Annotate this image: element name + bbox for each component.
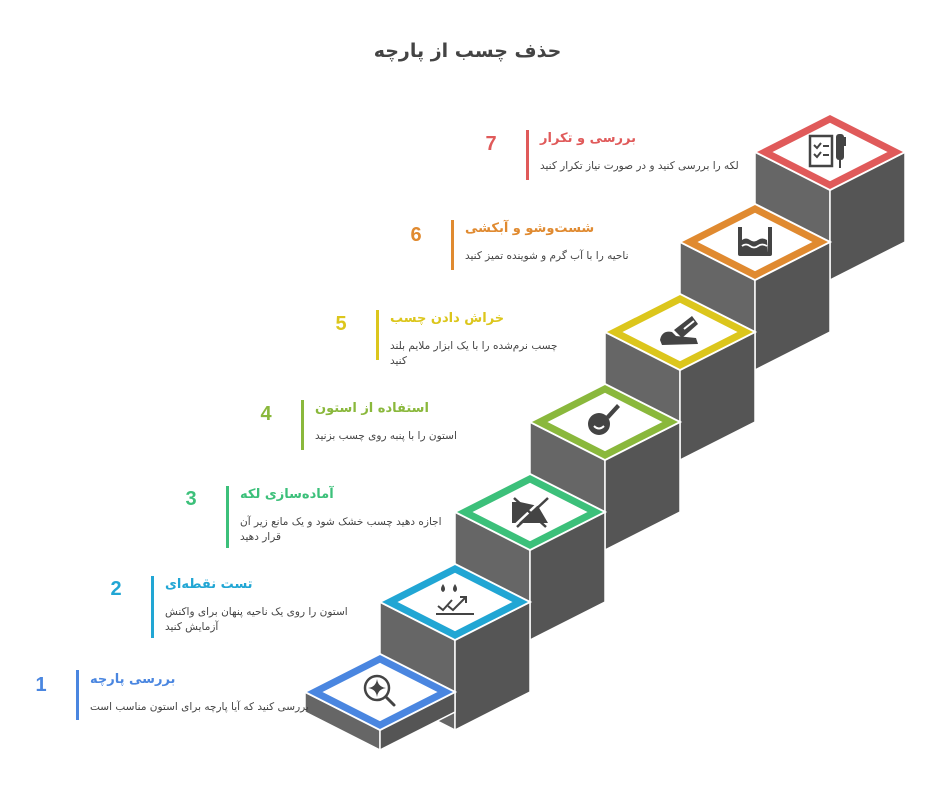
scraper-tool-icon xyxy=(660,316,698,345)
step-number: 1 xyxy=(35,674,47,696)
step-accent-bar xyxy=(376,310,379,360)
step-border xyxy=(307,655,453,729)
step-number: 2 xyxy=(110,578,122,600)
no-ink-icon xyxy=(512,495,549,528)
step-accent-bar xyxy=(526,130,529,180)
water-basin-icon xyxy=(738,227,772,256)
step-border xyxy=(757,115,903,189)
step-description: چسب نرم‌شده را با یک ابزار ملایم بلند کن… xyxy=(390,340,558,367)
step-number: 3 xyxy=(185,488,197,510)
page-title: حذف چسب از پارچه xyxy=(373,40,562,62)
step-description: بررسی کنید که آیا پارچه برای استون مناسب… xyxy=(90,701,309,713)
cotton-bulb-icon xyxy=(588,404,620,435)
step-accent-bar xyxy=(151,576,154,638)
step-title: تست نقطه‌ای xyxy=(165,577,253,592)
step-accent-bar xyxy=(76,670,79,720)
step-number: 7 xyxy=(485,133,497,155)
step-title: آماده‌سازی لکه xyxy=(240,487,334,502)
step-title: بررسی پارچه xyxy=(90,672,176,687)
step-title: استفاده از استون xyxy=(315,401,429,416)
magnifier-sparkle-icon xyxy=(363,674,396,707)
step-description: استون را روی یک ناحیه پنهان برای واکنش آ… xyxy=(165,606,348,633)
step-border xyxy=(382,565,528,639)
step-title: خراش دادن چسب xyxy=(390,311,505,326)
checklist-pen-icon xyxy=(808,134,846,168)
stair-step-1 xyxy=(302,652,458,752)
step-title: شست‌وشو و آبکشی xyxy=(465,221,595,236)
step-description: استون را با پنبه روی چسب بزنید xyxy=(315,430,457,442)
step-description: لکه را بررسی کنید و در صورت نیاز تکرار ک… xyxy=(540,160,739,172)
water-drops-absorb-icon xyxy=(436,584,474,615)
step-title: بررسی و تکرار xyxy=(540,131,636,146)
step-number: 6 xyxy=(410,224,422,246)
step-description: ناحیه را با آب گرم و شوینده تمیز کنید xyxy=(465,250,629,262)
step-accent-bar xyxy=(226,486,229,548)
step-number: 4 xyxy=(260,403,272,425)
step-accent-bar xyxy=(451,220,454,270)
stair-step-4 xyxy=(527,382,683,552)
stair-step-7 xyxy=(752,112,908,282)
step-number: 5 xyxy=(335,313,347,335)
step-accent-bar xyxy=(301,400,304,450)
step-description: اجازه دهید چسب خشک شود و یک مانع زیر آن … xyxy=(240,516,442,543)
